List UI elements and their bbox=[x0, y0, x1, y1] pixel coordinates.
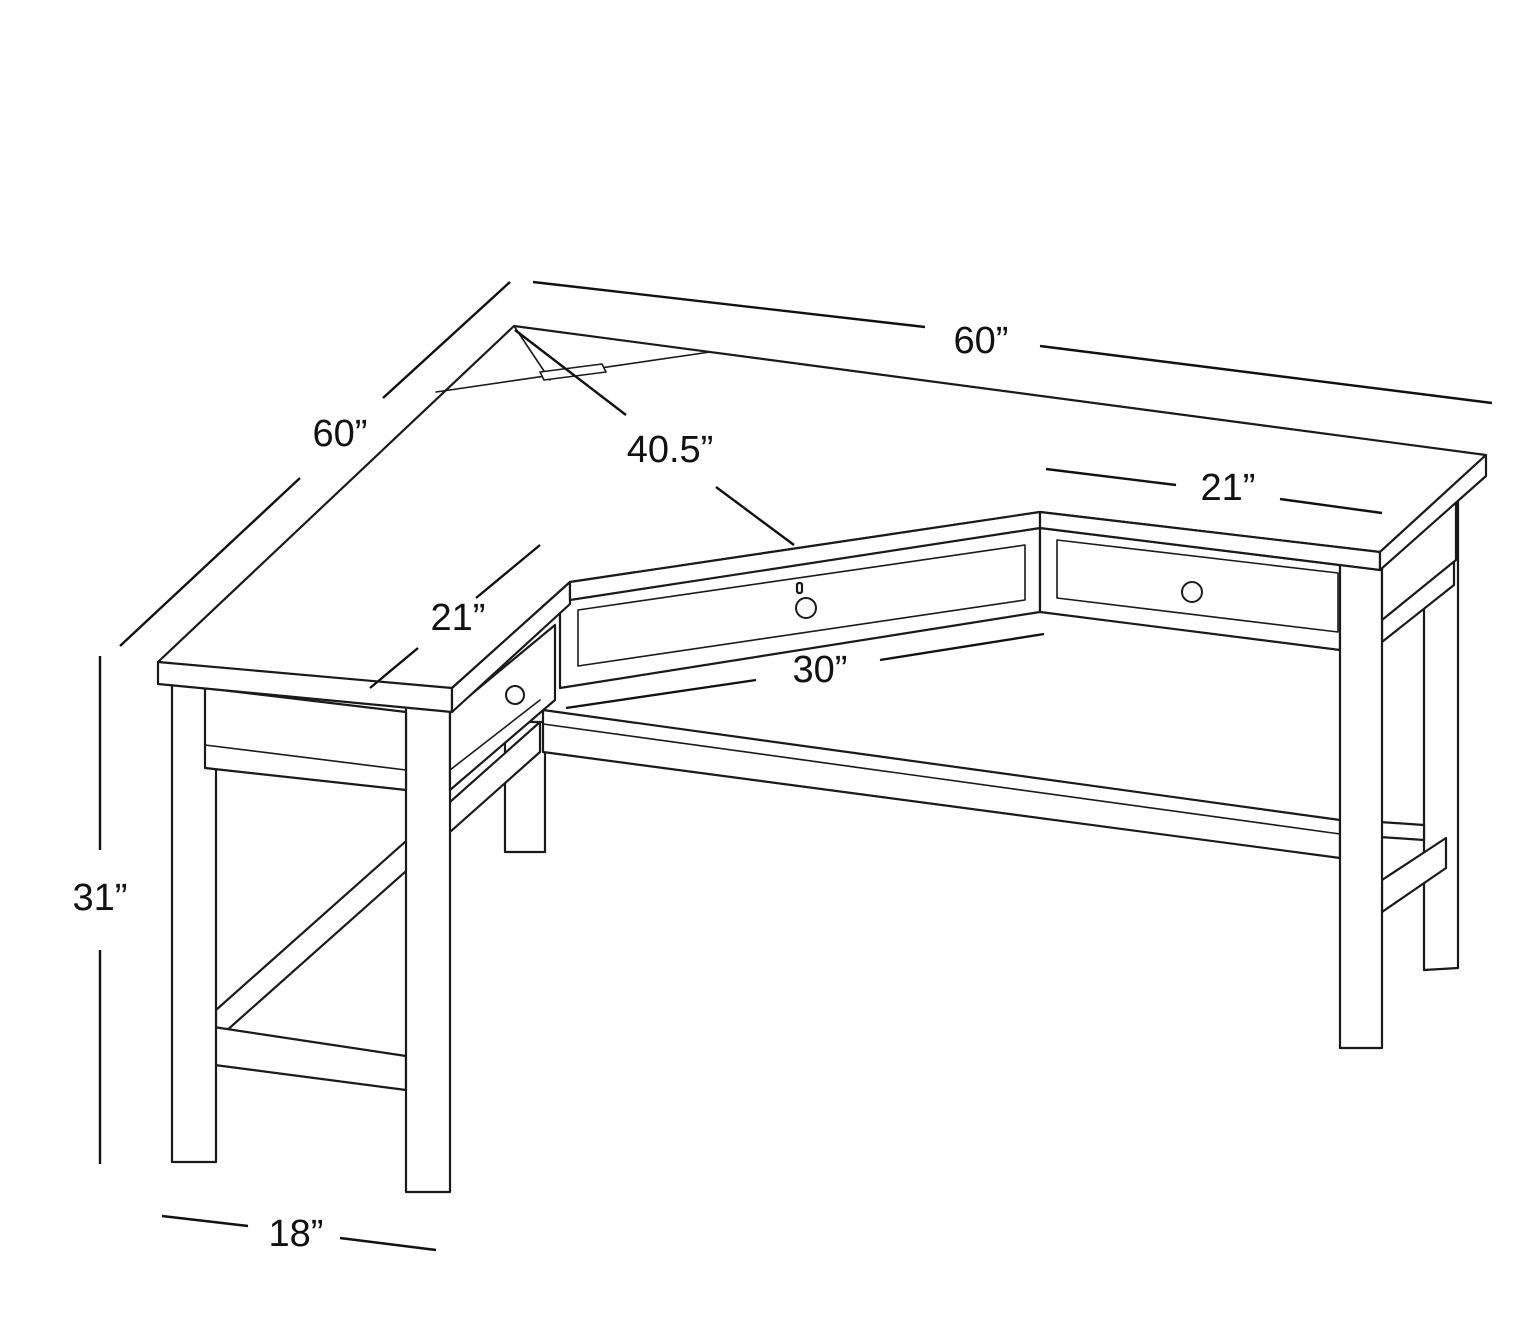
center-drawer-lock-icon bbox=[795, 581, 804, 595]
dim-side-length-upper bbox=[382, 281, 511, 399]
dim-left-depth-lower bbox=[369, 647, 419, 689]
right-drawer-knob-icon bbox=[1181, 581, 1203, 603]
dim-right-depth-left bbox=[1045, 467, 1177, 487]
dim-left-depth-upper bbox=[475, 544, 541, 599]
dim-inner-front-right bbox=[879, 632, 1045, 662]
dim-back-width-left bbox=[532, 280, 926, 329]
dim-leg-depth-left bbox=[161, 1214, 249, 1228]
label-side-length: 60” bbox=[313, 413, 368, 455]
dim-side-length-lower bbox=[119, 477, 301, 647]
stretcher-top-edge bbox=[542, 723, 1341, 835]
label-inner-front: 30” bbox=[793, 649, 848, 691]
dim-right-depth-right bbox=[1279, 497, 1383, 515]
left-inner-apron-lower bbox=[449, 699, 541, 771]
label-leg-depth: 18” bbox=[269, 1213, 324, 1255]
right-front-leg bbox=[1338, 560, 1384, 1050]
long-bottom-stretcher bbox=[541, 708, 1342, 860]
label-height: 31” bbox=[73, 877, 128, 919]
dimension-lines bbox=[98, 280, 1493, 1252]
dimension-labels: 60” 60” 40.5” 21” 21” 30” 31” 18” bbox=[73, 320, 1256, 1255]
left-low-stretcher bbox=[205, 1024, 408, 1092]
grommet-plate bbox=[539, 363, 607, 381]
desktop-edge-inner-left bbox=[450, 580, 572, 714]
corner-desk-illustration bbox=[156, 324, 1488, 1194]
dim-inner-front-left bbox=[565, 678, 757, 710]
label-corner-diagonal: 40.5” bbox=[627, 429, 714, 471]
dim-corner-diagonal-upper bbox=[514, 329, 627, 416]
desktop-edge-right bbox=[1378, 453, 1488, 572]
left-drawer-knob-icon bbox=[505, 685, 525, 705]
label-right-depth: 21” bbox=[1201, 467, 1256, 509]
label-left-depth: 21” bbox=[431, 597, 486, 639]
label-back-width: 60” bbox=[954, 320, 1009, 362]
dim-corner-diagonal-lower bbox=[715, 486, 795, 546]
left-apron-drawer-line bbox=[204, 744, 407, 771]
front-corner-leg bbox=[404, 702, 452, 1194]
dim-leg-depth-right bbox=[339, 1236, 437, 1252]
dim-back-width-right bbox=[1039, 344, 1493, 405]
center-drawer-knob-icon bbox=[795, 597, 817, 619]
right-back-low-rail bbox=[1378, 820, 1426, 842]
